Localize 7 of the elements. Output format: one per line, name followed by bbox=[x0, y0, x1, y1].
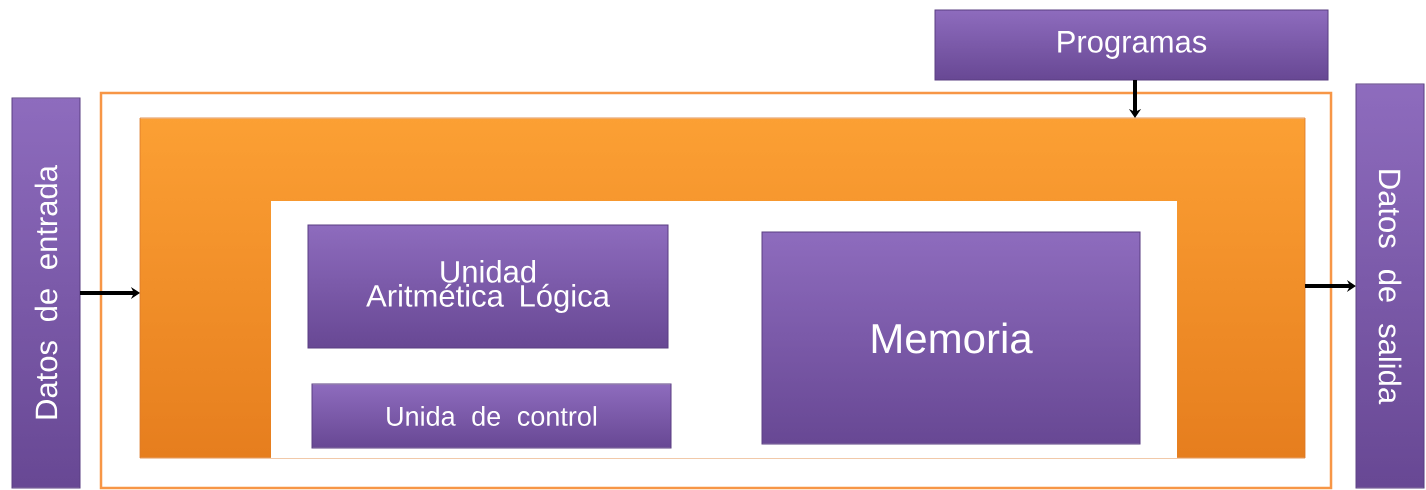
frame-box bbox=[99, 91, 1333, 490]
label-box: Datos de salida bbox=[1355, 83, 1425, 489]
label-box: Programas bbox=[934, 9, 1329, 81]
label-box: Datos de entrada bbox=[11, 97, 81, 489]
label-box: Unida de control bbox=[311, 383, 672, 449]
label-box: Unidad Aritmética Lógica bbox=[307, 224, 669, 349]
label-box: Memoria bbox=[761, 231, 1141, 445]
